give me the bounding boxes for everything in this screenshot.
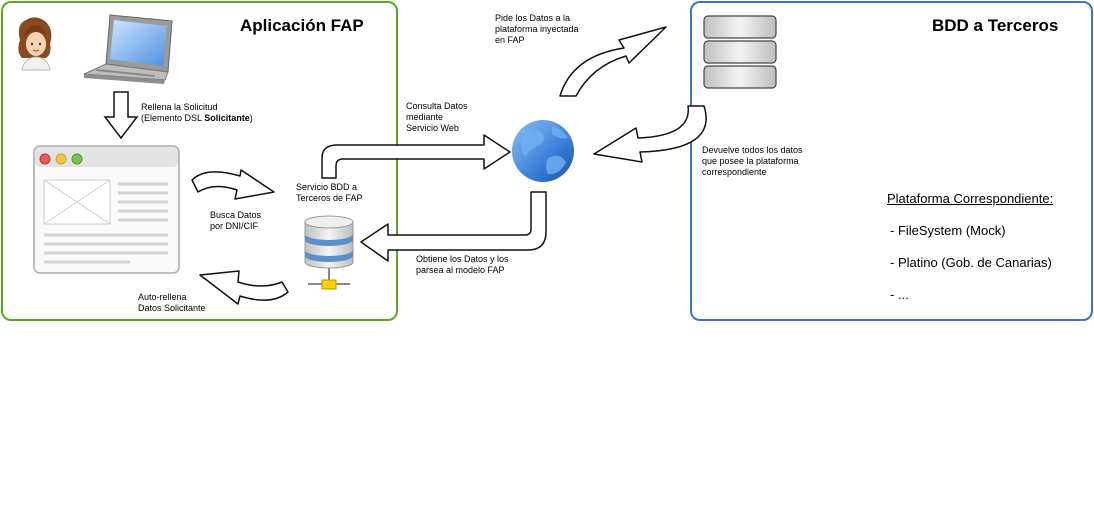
obtain-data-label-line1: Obtiene los Datos y los (416, 254, 509, 264)
query-label-line1: Consulta Datos (406, 101, 468, 111)
browser-window-icon (33, 145, 180, 274)
request-platform-label-line2: plataforma inyectada (495, 24, 579, 34)
query-web-service-arrow (321, 134, 511, 179)
query-label-line3: Servicio Web (406, 123, 459, 133)
obtain-data-label: Obtiene los Datos y los parsea al modelo… (416, 254, 509, 276)
obtain-data-arrow (360, 191, 547, 262)
third-party-db-box (690, 1, 1093, 321)
return-data-label-line1: Devuelve todos los datos (702, 145, 803, 155)
fill-form-label-suffix: ) (249, 113, 253, 123)
search-data-label-line2: por DNI/CIF (210, 221, 259, 231)
query-label-line2: mediante (406, 112, 444, 122)
request-platform-label-line1: Pide los Datos a la (495, 13, 571, 23)
fill-form-label-bold: Solicitante (204, 113, 250, 123)
search-data-label-line1: Busca Datos (210, 210, 262, 220)
fill-form-arrow (103, 91, 139, 140)
autofill-label-line1: Auto-rellena (138, 292, 187, 302)
platform-item: - Platino (Gob. de Canarias) (890, 255, 1052, 270)
autofill-label: Auto-rellena Datos Solicitante (138, 292, 206, 314)
database-icon (304, 215, 354, 290)
return-data-label-line3: correspondiente (702, 167, 767, 177)
service-label-line2: Terceros de FAP (296, 193, 363, 203)
search-data-arrow (191, 169, 275, 200)
platforms-heading: Plataforma Correspondiente: (887, 191, 1054, 206)
fill-form-label-line1: Rellena la Solicitud (141, 102, 218, 112)
obtain-data-label-line2: parsea al modelo FAP (416, 265, 505, 275)
request-platform-arrow (559, 26, 667, 97)
bdd-title: BDD a Terceros (932, 16, 1059, 35)
service-label-line1: Servicio BDD a (296, 182, 358, 192)
globe-icon (512, 120, 574, 182)
request-platform-label: Pide los Datos a la plataforma inyectada… (495, 13, 579, 46)
query-label: Consulta Datos mediante Servicio Web (406, 101, 468, 134)
search-data-label: Busca Datos por DNI/CIF (210, 210, 261, 232)
fap-application-box (1, 1, 398, 321)
fill-form-label: Rellena la Solicitud (Elemento DSL Solic… (141, 102, 253, 124)
platform-item: - FileSystem (Mock) (890, 223, 1006, 238)
service-label: Servicio BDD a Terceros de FAP (296, 182, 363, 204)
platform-item: - ... (890, 287, 909, 302)
fap-title: Aplicación FAP (240, 16, 364, 35)
fill-form-label-line2: (Elemento DSL Solicitante) (141, 113, 253, 124)
request-platform-label-line3: en FAP (495, 35, 525, 45)
return-data-arrow (593, 105, 707, 163)
fill-form-label-prefix: (Elemento DSL (141, 113, 205, 123)
laptop-icon (83, 14, 173, 84)
autofill-label-line2: Datos Solicitante (138, 303, 206, 313)
return-data-label: Devuelve todos los datos que posee la pl… (702, 145, 803, 178)
server-stack-icon (703, 15, 777, 89)
return-data-label-line2: que posee la plataforma (702, 156, 799, 166)
user-icon (18, 17, 52, 71)
autofill-arrow (199, 270, 289, 305)
